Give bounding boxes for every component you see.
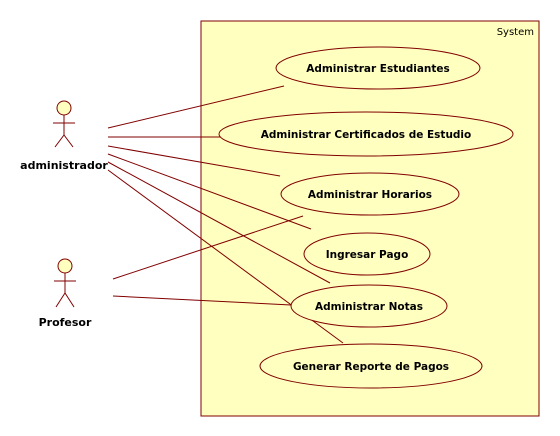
association-administrador-uc4[interactable] [107, 153, 312, 230]
stick-figure-icon [54, 258, 76, 308]
use-case-label: Generar Reporte de Pagos [293, 361, 449, 373]
use-case-label: Administrar Notas [315, 301, 423, 313]
use-case-administrar-estudiantes[interactable]: Administrar Estudiantes [275, 46, 481, 90]
use-case-generar-reporte-de-pagos[interactable]: Generar Reporte de Pagos [259, 343, 483, 389]
use-case-administrar-certificados[interactable]: Administrar Certificados de Estudio [218, 111, 514, 157]
use-case-administrar-notas[interactable]: Administrar Notas [290, 284, 448, 328]
actor-profesor[interactable]: Profesor [39, 258, 92, 329]
use-case-label: Ingresar Pago [326, 249, 409, 261]
use-case-label: Administrar Certificados de Estudio [261, 129, 472, 141]
use-case-ellipse [259, 343, 483, 389]
use-case-label: Administrar Estudiantes [306, 63, 450, 75]
use-case-ellipse [280, 172, 460, 216]
associations [107, 85, 344, 344]
association-administrador-uc1[interactable] [107, 85, 285, 129]
actor-label: administrador [20, 159, 108, 172]
actor-label: Profesor [39, 316, 92, 329]
association-profesor-uc3[interactable] [112, 215, 304, 280]
use-case-ellipse [275, 46, 481, 90]
use-case-ingresar-pago[interactable]: Ingresar Pago [303, 232, 431, 276]
association-administrador-uc5[interactable] [107, 161, 331, 284]
association-profesor-uc5[interactable] [112, 295, 292, 306]
use-case-ellipse [290, 284, 448, 328]
use-case-label: Administrar Horarios [308, 189, 432, 201]
use-case-ellipse [303, 232, 431, 276]
stick-figure-icon [53, 100, 75, 148]
use-case-ellipse [218, 111, 514, 157]
use-case-administrar-horarios[interactable]: Administrar Horarios [280, 172, 460, 216]
system-label: System [497, 27, 534, 38]
association-administrador-uc3[interactable] [107, 145, 281, 177]
actor-administrador[interactable]: administrador [20, 100, 108, 172]
